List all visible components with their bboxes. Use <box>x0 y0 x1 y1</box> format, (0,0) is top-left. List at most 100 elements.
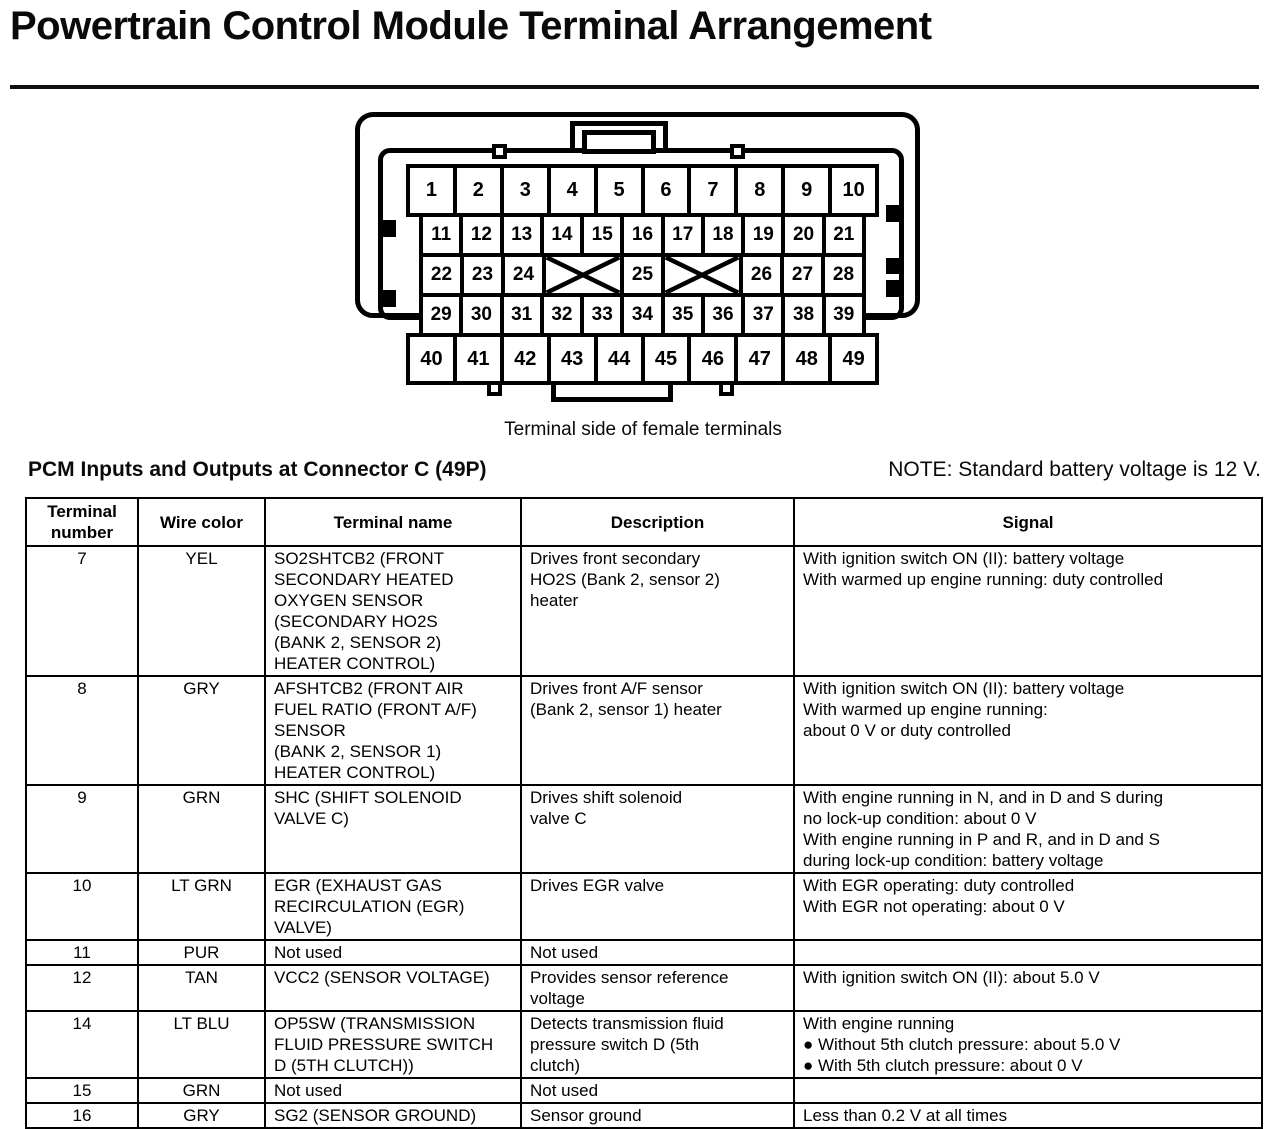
terminal-cell-49: 49 <box>828 337 875 381</box>
terminal-cell-44: 44 <box>593 337 641 381</box>
terminal-cell-7: 7 <box>687 168 734 213</box>
terminal-cell-19: 19 <box>741 217 781 253</box>
cell-terminal-name: Not used <box>264 1077 522 1104</box>
cell-description: Drives EGR valve <box>520 872 795 941</box>
terminal-cell-25: 25 <box>620 257 661 293</box>
terminal-cell-3: 3 <box>499 168 547 213</box>
connector-caption: Terminal side of female terminals <box>504 419 782 440</box>
cell-terminal-name: Not used <box>264 939 522 966</box>
terminal-cell-33: 33 <box>580 297 620 333</box>
terminal-cell-31: 31 <box>499 297 540 333</box>
cell-wire-color: GRY <box>137 675 266 786</box>
connector-clip-right-2 <box>886 258 904 274</box>
cell-signal <box>793 1077 1263 1104</box>
cell-terminal-number: 9 <box>25 784 139 874</box>
cell-signal: With ignition switch ON (II): about 5.0 … <box>793 964 1263 1012</box>
cell-description: Provides sensor reference voltage <box>520 964 795 1012</box>
terminal-cell-13: 13 <box>499 217 540 253</box>
cell-description: Detects transmission fluid pressure swit… <box>520 1010 795 1079</box>
terminal-cell-34: 34 <box>620 297 660 333</box>
cell-signal: With EGR operating: duty controlled With… <box>793 872 1263 941</box>
terminal-cell-41: 41 <box>452 337 500 381</box>
connector-clip-left-1 <box>380 220 396 237</box>
cell-wire-color: TAN <box>137 964 266 1012</box>
terminal-cell-37: 37 <box>741 297 781 333</box>
terminal-cell-45: 45 <box>640 337 688 381</box>
cell-signal: With engine running ● Without 5th clutch… <box>793 1010 1263 1079</box>
column-header-wire-color: Wire color <box>137 497 266 547</box>
cell-signal: With engine running in N, and in D and S… <box>793 784 1263 874</box>
column-header-terminal-name: Terminal name <box>264 497 522 547</box>
cell-terminal-number: 8 <box>25 675 139 786</box>
terminal-cell-4: 4 <box>546 168 594 213</box>
page-title: Powertrain Control Module Terminal Arran… <box>10 4 932 48</box>
cell-terminal-number: 7 <box>25 545 139 677</box>
terminal-cell-32: 32 <box>539 297 580 333</box>
terminal-cell-blocked <box>542 257 620 293</box>
cell-description: Not used <box>520 1077 795 1104</box>
terminal-cell-35: 35 <box>660 297 701 333</box>
cell-wire-color: GRY <box>137 1102 266 1129</box>
terminal-cell-17: 17 <box>660 217 701 253</box>
terminal-cell-38: 38 <box>781 297 821 333</box>
cell-signal: With ignition switch ON (II): battery vo… <box>793 545 1263 677</box>
cell-description: Drives shift solenoid valve C <box>520 784 795 874</box>
cell-terminal-name: SO2SHTCB2 (FRONT SECONDARY HEATED OXYGEN… <box>264 545 522 677</box>
column-header-terminal-number: Terminal number <box>25 497 139 547</box>
connector-clip-right-3 <box>886 280 904 297</box>
cell-terminal-number: 12 <box>25 964 139 1012</box>
terminal-cell-16: 16 <box>620 217 660 253</box>
column-header-signal: Signal <box>793 497 1263 547</box>
cell-wire-color: PUR <box>137 939 266 966</box>
terminal-cell-40: 40 <box>420 347 443 370</box>
terminal-cell-18: 18 <box>700 217 741 253</box>
terminal-cell-blocked <box>661 257 739 293</box>
cell-wire-color: GRN <box>137 1077 266 1104</box>
terminal-cell-48: 48 <box>781 337 828 381</box>
terminal-cell-24: 24 <box>501 257 542 293</box>
terminal-cell-12: 12 <box>459 217 499 253</box>
cell-terminal-number: 10 <box>25 872 139 941</box>
column-header-description: Description <box>520 497 795 547</box>
cell-description: Drives front secondary HO2S (Bank 2, sen… <box>520 545 795 677</box>
terminal-cell-46: 46 <box>687 337 734 381</box>
cell-signal <box>793 939 1263 966</box>
cell-terminal-name: OP5SW (TRANSMISSION FLUID PRESSURE SWITC… <box>264 1010 522 1079</box>
title-divider <box>10 85 1259 89</box>
cell-terminal-name: VCC2 (SENSOR VOLTAGE) <box>264 964 522 1012</box>
cell-terminal-name: SG2 (SENSOR GROUND) <box>264 1102 522 1129</box>
terminal-cell-23: 23 <box>460 257 501 293</box>
cell-wire-color: LT GRN <box>137 872 266 941</box>
terminal-cell-20: 20 <box>781 217 821 253</box>
note-text: NOTE: Standard battery voltage is 12 V. <box>888 458 1261 481</box>
cell-description: Not used <box>520 939 795 966</box>
cell-description: Sensor ground <box>520 1102 795 1129</box>
section-heading: PCM Inputs and Outputs at Connector C (4… <box>28 458 487 481</box>
terminal-cell-42: 42 <box>499 337 547 381</box>
connector-clip-right-1 <box>886 205 904 222</box>
cell-signal: Less than 0.2 V at all times <box>793 1102 1263 1129</box>
terminal-cell-8: 8 <box>734 168 781 213</box>
connector-top-tab-inner <box>582 130 656 154</box>
terminal-cell-22: 22 <box>430 264 453 285</box>
terminal-cell-1: 1 <box>425 179 438 201</box>
terminal-cell-28: 28 <box>821 257 862 293</box>
terminal-cell-11: 11 <box>431 224 452 245</box>
terminal-cell-27: 27 <box>780 257 821 293</box>
terminal-cell-36: 36 <box>700 297 741 333</box>
